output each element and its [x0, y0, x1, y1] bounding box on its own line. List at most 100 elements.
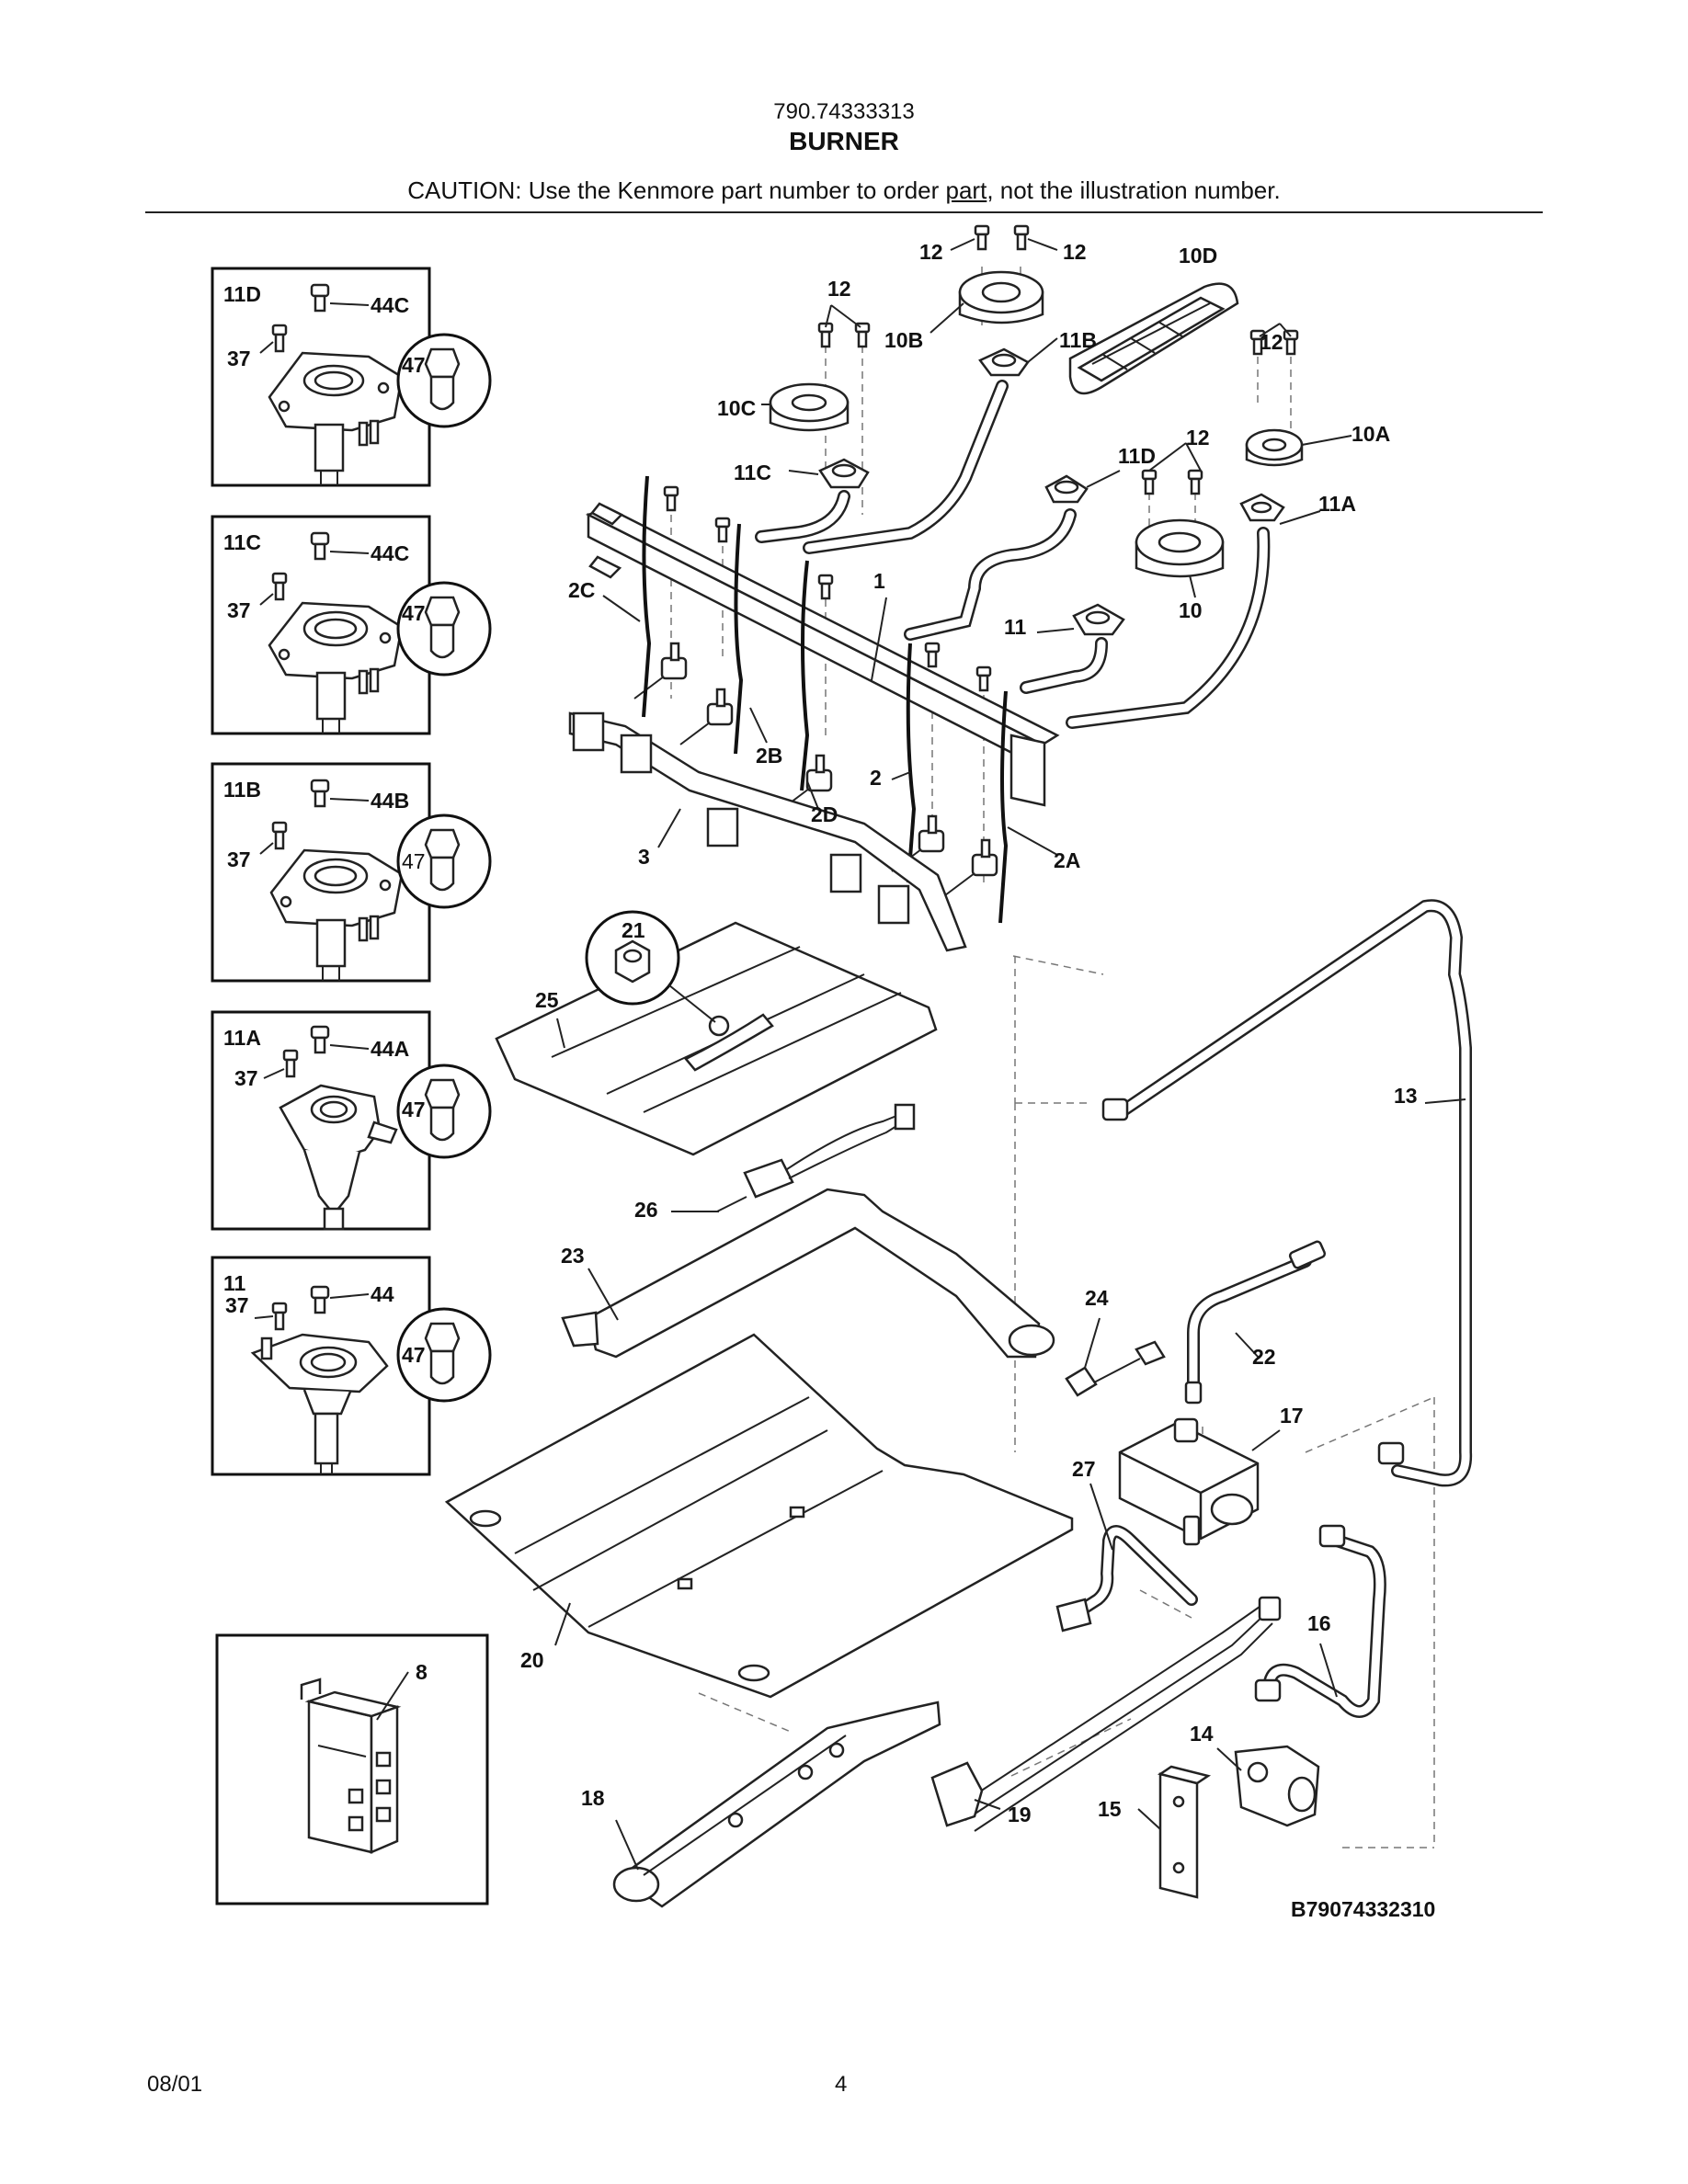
callout-18: 18: [581, 1786, 605, 1810]
oven-bottom-shield-20: [444, 1333, 1074, 1699]
oval-burner-10d: [1068, 282, 1239, 395]
callout-25: 25: [535, 988, 559, 1012]
burner-base-10: [1135, 518, 1225, 578]
callout-27: 27: [1072, 1457, 1096, 1481]
callout-leaders: [554, 238, 1466, 1871]
inset-head-label: 11D: [223, 282, 261, 306]
inset-11b: 11B 44B 37 47: [211, 762, 492, 983]
inset-8: 8: [215, 1633, 489, 1905]
callout-11b: 11B: [1059, 328, 1097, 352]
burner-base-10a: [1245, 428, 1304, 467]
nut-21-icon: [614, 939, 651, 984]
callout-12: 12: [919, 240, 943, 264]
callout-11c: 11C: [734, 461, 771, 484]
callout-2b: 2B: [756, 744, 782, 768]
callout-23: 23: [561, 1244, 585, 1268]
inset-circle-label: 47: [402, 849, 426, 873]
callout-2: 2: [870, 766, 882, 790]
burner-base-10b: [958, 270, 1044, 324]
inset-circle-label: 47: [402, 353, 426, 377]
callout-2a: 2A: [1054, 848, 1080, 872]
callout-11: 11: [1004, 615, 1027, 639]
inset-head-label: 11: [223, 1271, 246, 1295]
inset-head-label: 11C: [223, 530, 261, 554]
inset-circle-label: 47: [402, 1098, 426, 1121]
igniter-26: [716, 1103, 916, 1212]
inset-screw-label: 37: [227, 347, 251, 370]
orifice-icon: [424, 1078, 461, 1142]
broil-burner-18: [612, 1701, 941, 1908]
mounting-screw-icon: [271, 324, 288, 353]
burner-supply-tubes: [755, 380, 1271, 729]
manifold-pipe-13: [1101, 899, 1473, 1487]
section-title: BURNER: [789, 127, 899, 155]
burner-tray-25: [495, 921, 938, 1156]
callout-10b: 10B: [884, 328, 923, 352]
callout-11d: 11D: [1118, 444, 1156, 468]
burner-base-10c: [769, 382, 850, 432]
page-number: 4: [835, 2072, 848, 2097]
callout-10a: 10A: [1352, 422, 1390, 446]
burner-valves: [633, 642, 998, 896]
orifice-icon: [424, 1322, 461, 1385]
inset-11: 11 44 37 47: [211, 1256, 492, 1476]
mounting-screw-icon: [271, 821, 288, 850]
burner-cap-screw-icon: [310, 779, 330, 808]
inset-11c: 11C 44C 37 47: [211, 515, 492, 735]
footer-date: 08/01: [147, 2072, 203, 2097]
burner-heads: [818, 347, 1285, 636]
inset-cap-label: 44B: [371, 789, 409, 813]
callout-20: 20: [520, 1648, 544, 1672]
inset-head-label: 11B: [223, 778, 261, 802]
manifold-1: [585, 502, 1060, 807]
orifice-icon: [424, 596, 461, 659]
callout-24: 24: [1085, 1286, 1109, 1310]
inset-circle-label: 47: [402, 601, 426, 625]
safety-valve-17: [1118, 1417, 1260, 1541]
mounting-screw-icon: [271, 1302, 288, 1331]
callout-15: 15: [1098, 1797, 1122, 1821]
valve-wires: [642, 475, 1009, 924]
inset-screw-label: 37: [227, 598, 251, 622]
oven-burner-23: [561, 1188, 1055, 1359]
callout-10d: 10D: [1179, 244, 1217, 267]
callout-11a: 11A: [1318, 492, 1356, 516]
callout-10c: 10C: [717, 396, 756, 420]
burner-head-icon: [268, 351, 404, 485]
caution-text-end: , not the illustration number.: [987, 176, 1281, 204]
callout-8: 8: [416, 1660, 428, 1684]
inset-circle-label: 47: [402, 1343, 426, 1367]
inset-cap-label: 44A: [371, 1037, 409, 1061]
mounting-screw-icon: [271, 572, 288, 601]
callout-3: 3: [638, 845, 650, 869]
callout-16: 16: [1307, 1611, 1331, 1635]
callout-10: 10: [1179, 598, 1203, 622]
spark-module-icon: [300, 1678, 402, 1854]
inset-screw-label: 37: [227, 847, 251, 871]
burner-head-icon: [250, 1333, 389, 1474]
orifice-icon: [424, 828, 461, 892]
inset-11a: 11A 44A 37 47: [211, 1010, 492, 1231]
callout-12: 12: [1186, 426, 1210, 449]
callout-2c: 2C: [568, 578, 595, 602]
callout-labels: 12 12 10D 12 10B 11B 12 10C 12 11D 10A 1…: [520, 240, 1418, 1826]
burner-cap-screw-icon: [310, 531, 330, 561]
callout-22: 22: [1252, 1345, 1276, 1369]
support-bracket-3: [568, 711, 967, 952]
callout-12: 12: [827, 277, 851, 301]
tube-16: [1254, 1524, 1386, 1718]
inset-screw-label: 37: [225, 1293, 249, 1317]
callout-26: 26: [634, 1198, 658, 1222]
callout-14: 14: [1190, 1722, 1214, 1746]
pilot-tube-27: [1055, 1515, 1201, 1632]
model-number: 790.74333313: [773, 99, 915, 124]
oven-orifice-24: [1065, 1340, 1166, 1397]
diagram-code: B79074332310: [1291, 1897, 1436, 1921]
burner-cap-screw-icon: [310, 1025, 330, 1054]
burner-head-icon: [268, 601, 404, 734]
callout-21: 21: [622, 918, 645, 942]
header-rule: [145, 211, 1543, 213]
inset-cap-label: 44C: [371, 541, 409, 565]
callout-1: 1: [873, 569, 885, 593]
inset-head-label: 11A: [223, 1026, 261, 1050]
